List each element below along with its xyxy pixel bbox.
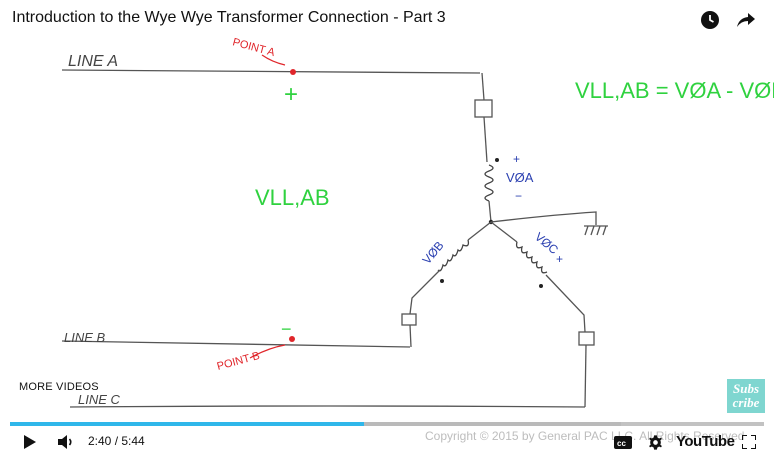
- phase-b-label: VØB: [420, 239, 447, 267]
- line-a-label: LINE A: [68, 53, 118, 70]
- point-b-dot: [289, 336, 295, 342]
- equation: VLL,AB = VØA - VØB: [575, 78, 774, 103]
- progress-bar[interactable]: [10, 422, 764, 426]
- line-a-wire: [61, 69, 481, 74]
- time-display: 2:40 / 5:44: [88, 434, 145, 448]
- point-a-dot: [290, 69, 296, 75]
- play-icon[interactable]: [18, 428, 42, 456]
- point-b-minus: −: [281, 319, 292, 339]
- fuse-a: [474, 99, 493, 118]
- line-b-label: LINE B: [64, 330, 106, 345]
- copyright-text: Copyright © 2015 by General PAC LLC. All…: [425, 429, 745, 443]
- phase-a-label: VØA: [506, 170, 534, 185]
- svg-text:cc: cc: [617, 439, 626, 448]
- coil-a: [484, 164, 494, 202]
- gear-icon[interactable]: [644, 428, 666, 456]
- line-c-label: LINE C: [78, 392, 121, 407]
- progress-played: [10, 422, 365, 426]
- coil-a-plus: +: [513, 152, 520, 166]
- fuse-c: [578, 331, 595, 346]
- subscribe-button[interactable]: Subs cribe: [727, 379, 765, 413]
- control-bar: 2:40 / 5:44 cc YouTube: [0, 428, 774, 456]
- line-b-wire: [61, 340, 411, 348]
- line-c-wire: [69, 405, 586, 408]
- point-b-label: POINT B: [216, 350, 261, 373]
- share-arrow-icon[interactable]: [734, 8, 758, 32]
- vll-label: VLL,AB: [255, 185, 330, 210]
- subscribe-text: Subs cribe: [732, 381, 760, 410]
- youtube-logo[interactable]: YouTube: [676, 433, 735, 450]
- ground-wire: [490, 211, 597, 225]
- volume-icon[interactable]: [54, 428, 78, 456]
- top-actions: [698, 8, 758, 32]
- point-a-label: POINT A: [231, 36, 276, 59]
- line-a-drop: [481, 72, 485, 101]
- cc-icon[interactable]: cc: [612, 428, 634, 456]
- coil-a-minus: −: [515, 189, 522, 203]
- coil-c-plus: +: [556, 252, 563, 266]
- clock-icon[interactable]: [698, 8, 722, 32]
- fuse-b: [401, 313, 417, 326]
- point-a-plus: +: [284, 81, 298, 108]
- coil-b: [437, 239, 470, 272]
- more-videos-button[interactable]: MORE VIDEOS: [19, 381, 99, 393]
- ground-symbol: [584, 225, 608, 236]
- fullscreen-icon[interactable]: [738, 428, 760, 456]
- video-title[interactable]: Introduction to the Wye Wye Transformer …: [12, 9, 446, 26]
- coil-c: [515, 241, 548, 274]
